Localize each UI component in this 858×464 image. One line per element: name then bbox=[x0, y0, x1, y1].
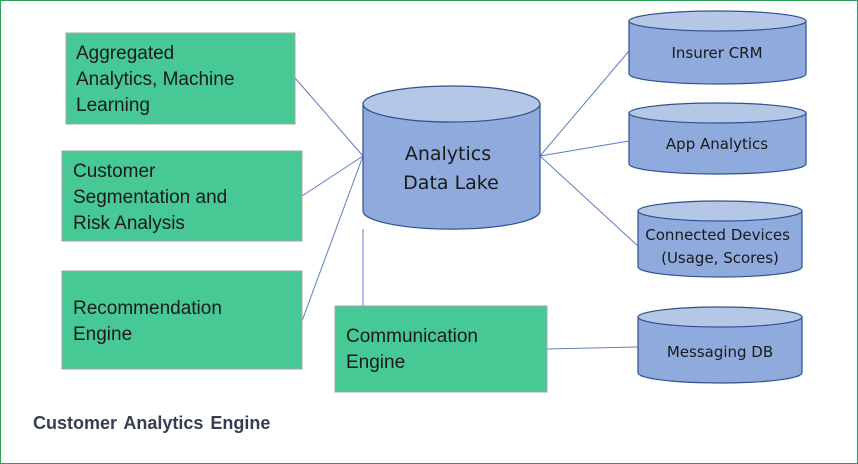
recommendation-engine-box: Recommendation Engine bbox=[61, 270, 303, 370]
communication-engine-box: Communication Engine bbox=[334, 305, 548, 393]
customer-segmentation-label: Customer Segmentation and Risk Analysis bbox=[73, 161, 233, 234]
messaging-db-label: Messaging DB bbox=[667, 343, 773, 361]
connector-recommendation-lake bbox=[301, 155, 364, 322]
analytics-data-lake: Analytics Data Lake bbox=[362, 85, 541, 230]
connected-devices-db: Connected Devices (Usage, Scores) bbox=[637, 200, 803, 278]
connectors bbox=[294, 50, 639, 350]
app-analytics-db: App Analytics bbox=[628, 102, 807, 175]
connector-lake-crm bbox=[539, 50, 630, 157]
insurer-crm-db: Insurer CRM bbox=[628, 10, 807, 85]
app-analytics-label: App Analytics bbox=[666, 135, 768, 153]
analytics-data-lake-label: Analytics Data Lake bbox=[403, 143, 499, 194]
connector-lake-devices bbox=[539, 155, 639, 247]
connector-segmentation-lake bbox=[301, 155, 364, 197]
connector-aggregated-lake bbox=[294, 77, 364, 157]
customer-segmentation-box: Customer Segmentation and Risk Analysis bbox=[61, 150, 303, 242]
connector-communication-messaging bbox=[546, 346, 639, 350]
recommendation-engine-label: Recommendation Engine bbox=[73, 298, 227, 345]
aggregated-analytics-box: Aggregated Analytics, Machine Learning bbox=[65, 32, 296, 125]
connector-lake-app bbox=[539, 140, 630, 157]
insurer-crm-label: Insurer CRM bbox=[671, 44, 762, 62]
messaging-db: Messaging DB bbox=[637, 306, 803, 384]
diagram-caption: Customer Analytics Engine bbox=[33, 413, 271, 433]
communication-engine-label: Communication Engine bbox=[346, 326, 483, 373]
connected-devices-label: Connected Devices (Usage, Scores) bbox=[645, 226, 794, 267]
aggregated-analytics-label: Aggregated Analytics, Machine Learning bbox=[76, 43, 240, 116]
